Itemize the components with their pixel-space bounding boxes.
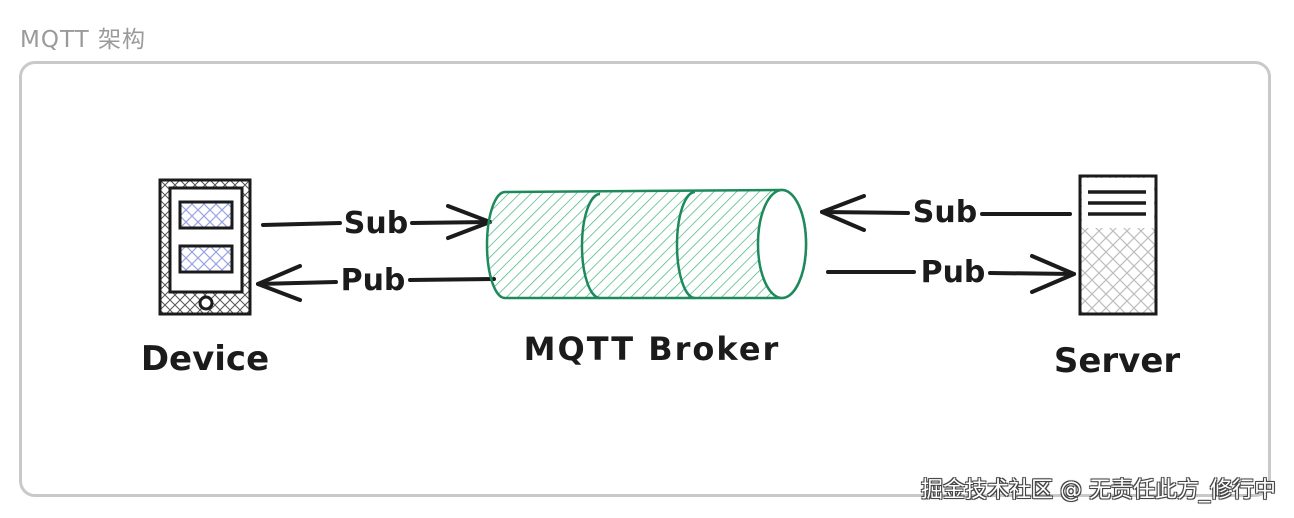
server-pub-edge: Pub — [826, 254, 1076, 294]
broker-label: MQTT Broker — [524, 330, 781, 368]
device-pub-label: Pub — [341, 263, 406, 298]
server-pub-label: Pub — [921, 255, 986, 290]
server-rack-icon — [1078, 174, 1158, 316]
device-node: Device — [141, 178, 269, 379]
broker-node: MQTT Broker — [485, 188, 808, 368]
device-sub-edge: Sub — [261, 204, 492, 241]
server-node: Server — [1054, 174, 1181, 381]
device-label: Device — [141, 339, 269, 379]
watermark: 掘金技术社区 @ 无责任此方_修行中 — [921, 478, 1276, 503]
device-sub-label: Sub — [344, 206, 408, 241]
server-sub-label: Sub — [913, 195, 977, 230]
frame-title: MQTT 架构 — [20, 27, 146, 53]
diagram-frame — [19, 61, 1271, 497]
queue-cylinder-icon — [485, 188, 808, 300]
server-sub-edge: Sub — [820, 194, 1072, 232]
device-pub-edge: Pub — [256, 263, 496, 302]
server-label: Server — [1054, 341, 1181, 381]
mobile-device-icon — [158, 178, 252, 316]
